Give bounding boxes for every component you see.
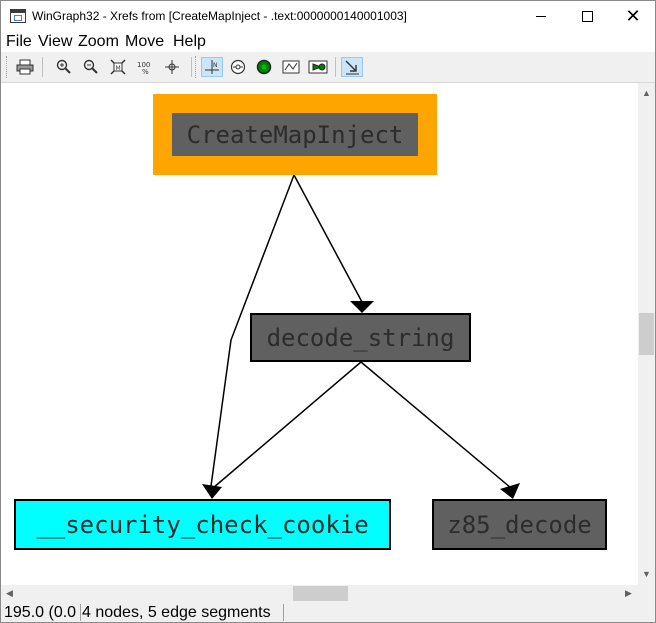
- zoom-100-icon: 100 %: [137, 61, 150, 75]
- edge-decode-to-cookie: [212, 361, 362, 489]
- zoom-out-button[interactable]: [80, 57, 102, 77]
- minimize-icon: [536, 16, 546, 17]
- status-graph-info: 4 nodes, 5 edge segments: [82, 604, 271, 621]
- scroll-up-icon[interactable]: ▲: [642, 88, 651, 98]
- edge-root-to-decode: [293, 174, 363, 303]
- vertical-scrollbar[interactable]: ▲ ▼: [638, 83, 655, 585]
- node-label: CreateMapInject: [186, 120, 404, 149]
- graph-node-security-check-cookie[interactable]: __security_check_cookie: [14, 499, 391, 550]
- green-node-icon: [256, 59, 272, 75]
- zoom-in-icon: [56, 59, 71, 74]
- node-label: z85_decode: [447, 510, 592, 539]
- app-window-icon: [10, 9, 26, 23]
- toolbar-separator: [335, 57, 336, 77]
- arrowhead-decode: [350, 301, 374, 313]
- zoom-100-button[interactable]: 100 %: [134, 57, 156, 77]
- graph-node-z85-decode[interactable]: z85_decode: [432, 499, 607, 550]
- node-label: __security_check_cookie: [36, 510, 369, 539]
- status-coordinates: 195.0 (0.0: [4, 604, 77, 621]
- horizontal-scroll-thumb[interactable]: [293, 586, 348, 601]
- edge-decode-to-z85: [360, 361, 512, 489]
- layout-circle-button[interactable]: [227, 57, 249, 77]
- toolbar: M 100 % N: [1, 52, 655, 83]
- fit-window-button[interactable]: M: [107, 57, 129, 77]
- graph-node-createmapinject[interactable]: CreateMapInject: [153, 94, 437, 175]
- window-title: WinGraph32 - Xrefs from [CreateMapInject…: [32, 9, 407, 23]
- graph-canvas[interactable]: CreateMapInject decode_string __security…: [1, 83, 638, 585]
- print-button[interactable]: [14, 57, 36, 77]
- menu-bar: File View Zoom Move Help: [1, 32, 655, 52]
- node-label-bg: CreateMapInject: [172, 113, 418, 156]
- minimize-button[interactable]: [518, 1, 564, 32]
- graph-edges: [202, 174, 520, 499]
- status-bar: 195.0 (0.0 4 nodes, 5 edge segments: [1, 602, 655, 622]
- north-icon: N: [205, 60, 219, 74]
- maximize-button[interactable]: [564, 1, 610, 32]
- node-label: decode_string: [266, 323, 455, 352]
- zoom-in-button[interactable]: [53, 57, 75, 77]
- crosshair-icon: [165, 60, 179, 74]
- follow-edge-button[interactable]: [341, 57, 363, 77]
- arrowhead-cookie: [202, 484, 222, 499]
- node-arrow-button[interactable]: [307, 57, 329, 77]
- status-divider: [283, 604, 284, 621]
- edge-root-to-cookie: [210, 174, 295, 487]
- close-button[interactable]: ✕: [610, 1, 655, 32]
- svg-text:%: %: [142, 68, 149, 75]
- fit-window-icon: M: [110, 59, 126, 75]
- menu-zoom[interactable]: Zoom: [78, 33, 119, 50]
- menu-move[interactable]: Move: [125, 33, 165, 50]
- scroll-left-icon[interactable]: ◀: [6, 588, 13, 598]
- maximize-icon: [581, 11, 593, 22]
- scrollbar-corner: [638, 585, 655, 602]
- menu-file[interactable]: File: [6, 33, 32, 50]
- layout-edges-button[interactable]: [280, 57, 302, 77]
- vertical-scroll-thumb[interactable]: [639, 313, 654, 355]
- svg-text:N: N: [213, 62, 218, 69]
- menu-view[interactable]: View: [38, 33, 73, 50]
- node-arrow-icon: [308, 60, 328, 74]
- printer-icon: [16, 59, 34, 75]
- graph-node-decode-string[interactable]: decode_string: [250, 313, 471, 362]
- edges-icon: [282, 60, 300, 74]
- toolbar-separator: [42, 57, 43, 77]
- scroll-right-icon[interactable]: ▶: [625, 588, 632, 598]
- close-icon: ✕: [625, 5, 641, 27]
- horizontal-scrollbar[interactable]: ◀ ▶: [1, 585, 638, 602]
- green-node-button[interactable]: [253, 57, 275, 77]
- toolbar-separator: [191, 57, 192, 77]
- follow-edge-icon: [345, 60, 359, 75]
- scroll-down-icon[interactable]: ▼: [642, 569, 651, 579]
- circle-icon: [230, 59, 246, 75]
- svg-text:M: M: [116, 65, 121, 72]
- zoom-out-icon: [83, 59, 98, 74]
- menu-help[interactable]: Help: [173, 33, 206, 50]
- title-bar[interactable]: WinGraph32 - Xrefs from [CreateMapInject…: [1, 1, 655, 32]
- layout-north-button[interactable]: N: [201, 57, 223, 77]
- center-button[interactable]: [161, 57, 183, 77]
- arrowhead-z85: [500, 483, 520, 499]
- svg-text:100: 100: [137, 61, 150, 69]
- toolbar-grip[interactable]: [6, 56, 10, 78]
- toolbar-grip[interactable]: [195, 56, 199, 78]
- status-divider: [80, 604, 81, 621]
